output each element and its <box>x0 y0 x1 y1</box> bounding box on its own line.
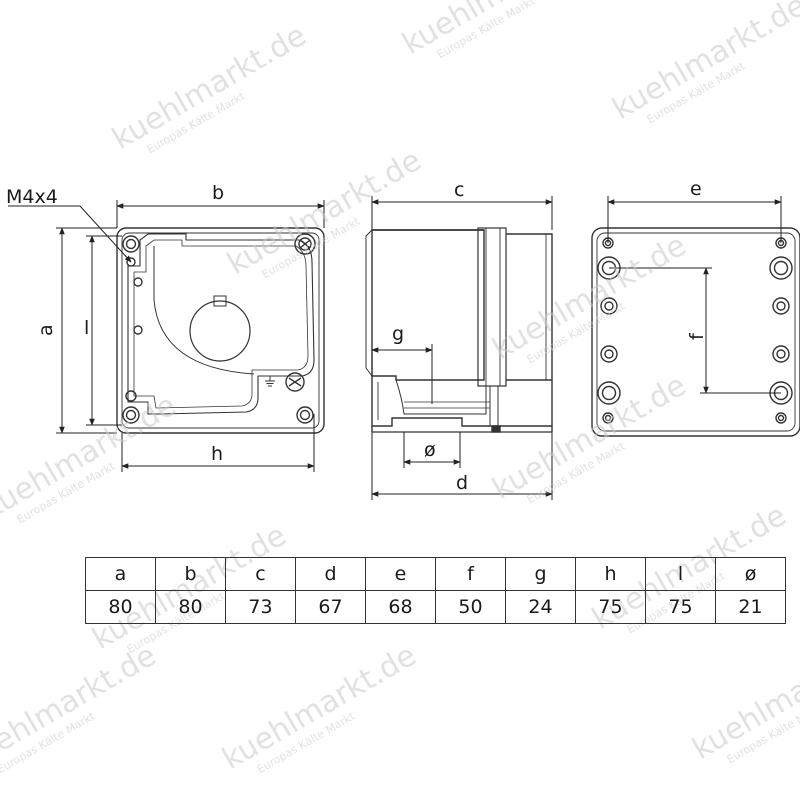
earth-symbol <box>265 376 275 387</box>
front-dimensions <box>8 200 325 472</box>
corner-screw-tl <box>122 235 140 253</box>
dim-b-label: b <box>212 182 224 204</box>
side-dimensions <box>371 196 553 500</box>
table-value-cell: 75 <box>575 590 646 624</box>
table-header-cell: a <box>85 557 156 591</box>
table-value-cell: 80 <box>155 590 226 624</box>
dim-h-label: h <box>211 443 223 465</box>
watermark-text: kuehlmarkt.de <box>607 0 800 127</box>
dimensions-table: a b c d e f g h l ø 80 80 73 67 68 50 24… <box>85 557 786 624</box>
front-view <box>116 227 325 434</box>
table-value-cell: 75 <box>645 590 716 624</box>
table-value-cell: 80 <box>85 590 156 624</box>
watermark-text: kuehlmarkt.de <box>0 388 182 527</box>
table-header-cell: e <box>365 557 436 591</box>
table-header-row: a b c d e f g h l ø <box>85 557 786 591</box>
thread-label: M4x4 <box>6 186 58 208</box>
watermark-text: kuehlmarkt.de <box>107 18 313 157</box>
table-value-cell: 50 <box>435 590 506 624</box>
table-value-cell: 73 <box>225 590 296 624</box>
dim-g-label: g <box>392 323 404 345</box>
dim-a-label: a <box>35 324 57 336</box>
table-header-cell: d <box>295 557 366 591</box>
table-header-cell: h <box>575 557 646 591</box>
watermark-text: kuehlmarkt.de <box>487 368 693 507</box>
dim-l-label: l <box>84 317 89 339</box>
dim-e-label: e <box>690 178 702 200</box>
table-value-cell: 21 <box>715 590 786 624</box>
dim-d-label: d <box>456 472 468 494</box>
table-header-cell: ø <box>715 557 786 591</box>
back-view <box>591 227 800 437</box>
table-header-cell: b <box>155 557 226 591</box>
watermark-text: kuehlmarkt.de <box>487 228 693 367</box>
dim-diameter-label: ø <box>424 439 436 461</box>
dim-f-label: f <box>686 332 708 340</box>
watermark-text: kuehlmarkt.de <box>397 0 603 62</box>
table-header-cell: l <box>645 557 716 591</box>
back-dimensions <box>607 196 782 394</box>
table-value-cell: 24 <box>505 590 576 624</box>
corner-screw-bl <box>122 390 140 424</box>
corner-screw-tr <box>294 233 316 255</box>
table-header-cell: g <box>505 557 576 591</box>
table-header-cell: c <box>225 557 296 591</box>
table-header-cell: f <box>435 557 506 591</box>
table-value-cell: 68 <box>365 590 436 624</box>
dim-c-label: c <box>454 179 464 201</box>
watermark-text: kuehlmarkt.de <box>217 638 423 777</box>
table-value-row: 80 80 73 67 68 50 24 75 75 21 <box>85 590 786 624</box>
corner-screw-br <box>296 406 314 424</box>
table-value-cell: 67 <box>295 590 366 624</box>
